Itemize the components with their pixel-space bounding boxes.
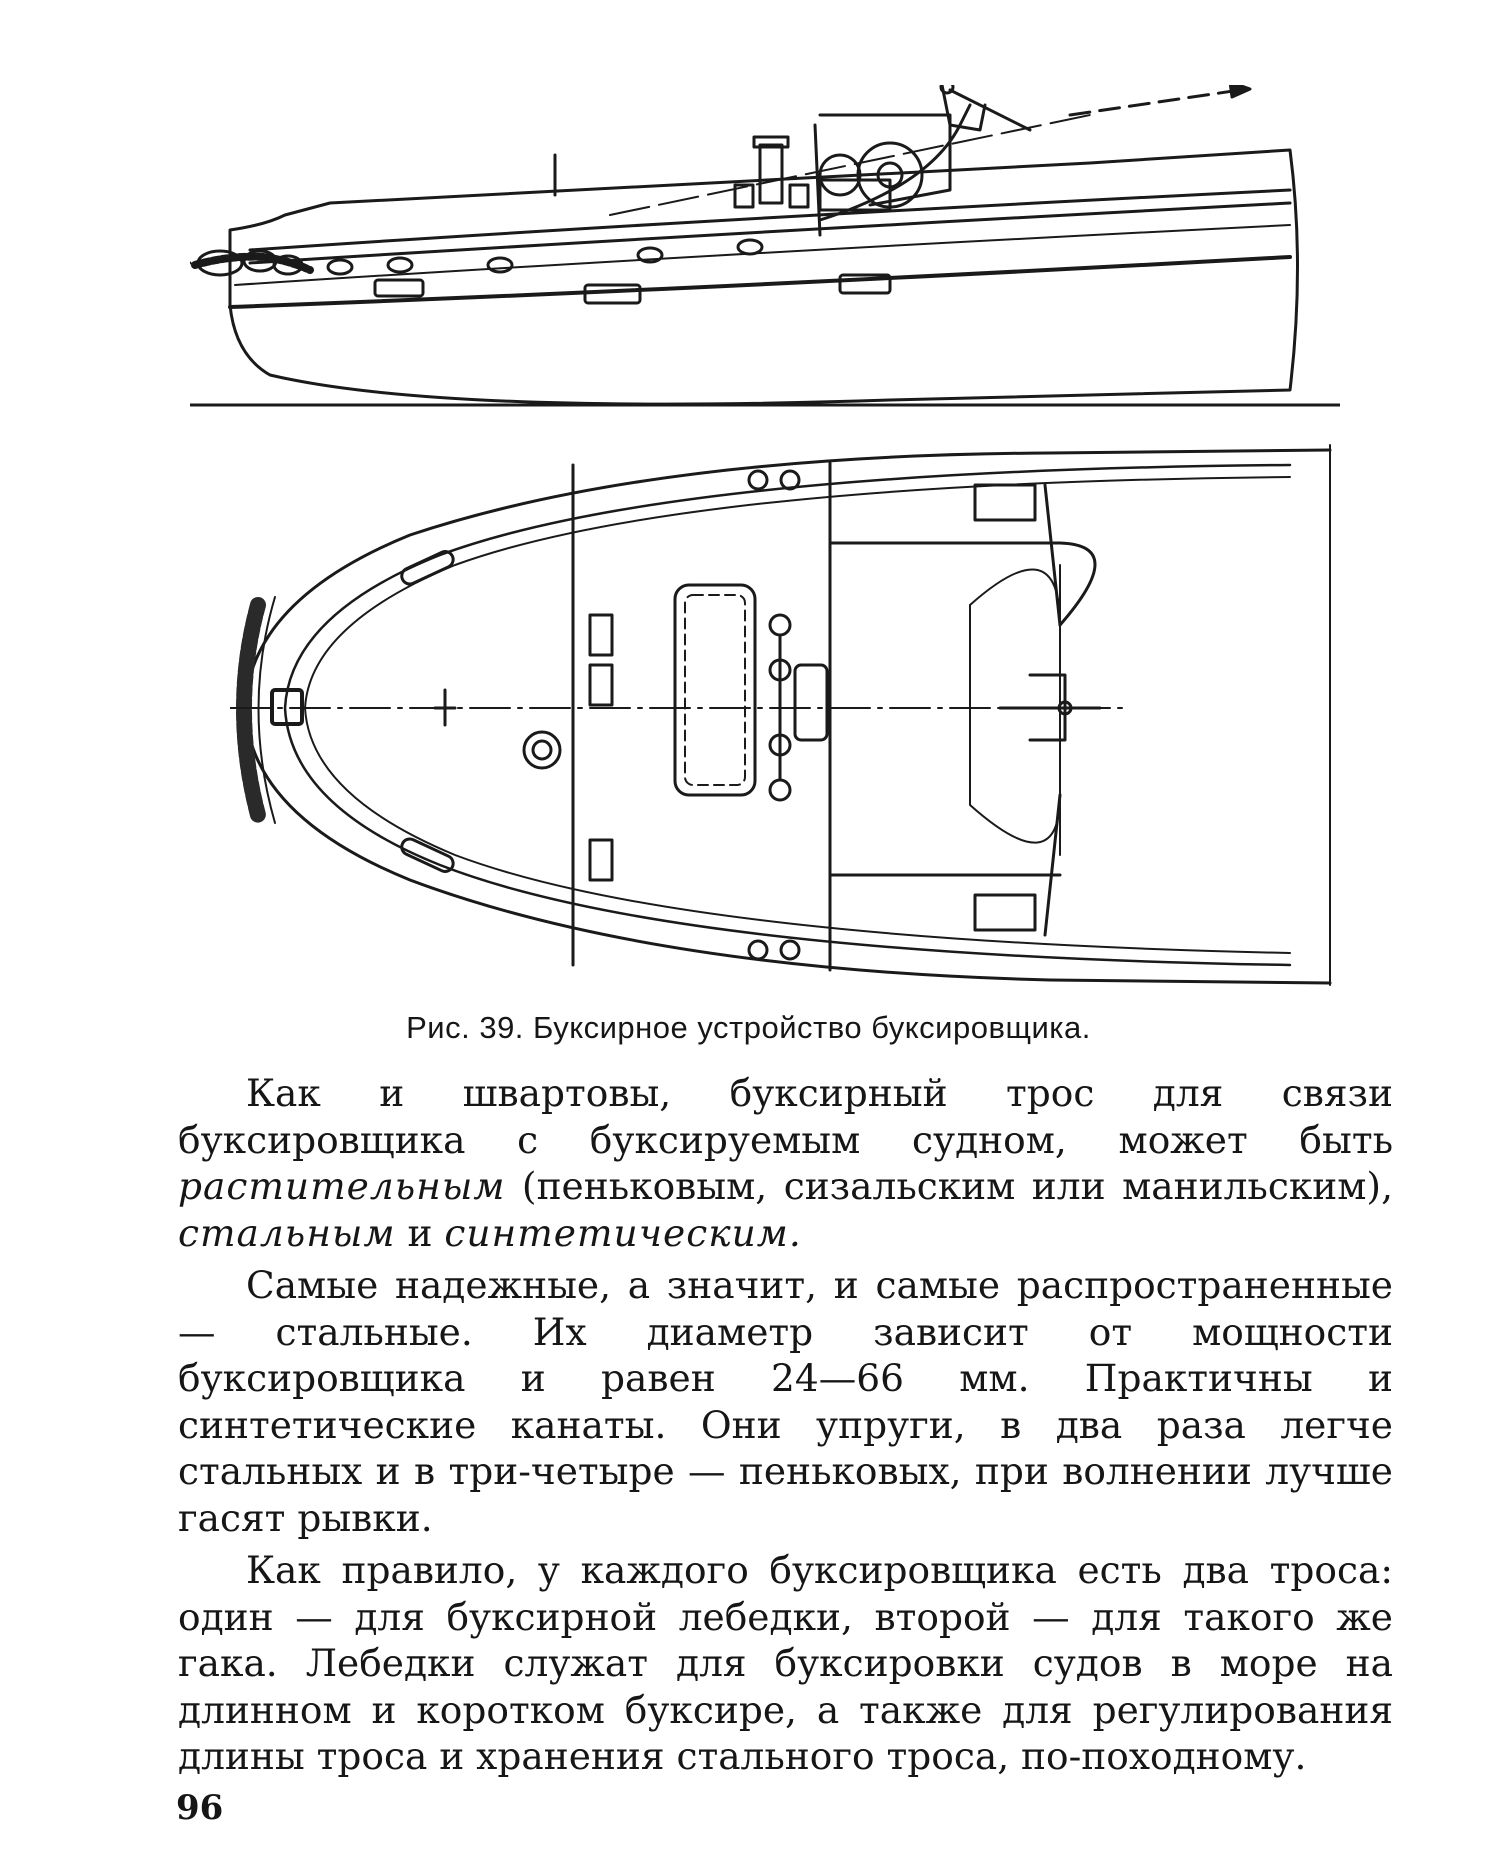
paragraph-1-conj: и (395, 1210, 445, 1255)
term-stalnym: стальным (178, 1210, 396, 1255)
figure-caption: Рис. 39. Буксирное устройство буксировщи… (406, 1010, 1091, 1045)
paragraph-2: Самые надежные, а значит, и самые распро… (178, 1263, 1393, 1540)
term-sinteticheskim: синтетическим. (444, 1210, 802, 1255)
body-text: Как и швартовы, буксирный трос для связи… (178, 1070, 1393, 1786)
paragraph-3: Как правило, у каждого буксировщика есть… (178, 1548, 1393, 1778)
paragraph-1-mid: (пеньковым, сизальским или манильским), (505, 1164, 1393, 1208)
tug-deck-plan-drawing (230, 444, 1332, 986)
term-rastitelnym: растительным (178, 1164, 506, 1208)
tug-side-view-drawing (190, 85, 1340, 407)
paragraph-1-lead: Как и швартовы, буксирный трос для связи… (178, 1071, 1393, 1162)
paragraph-1: Как и швартовы, буксирный трос для связи… (178, 1070, 1393, 1256)
page-number: 96 (176, 1788, 224, 1828)
